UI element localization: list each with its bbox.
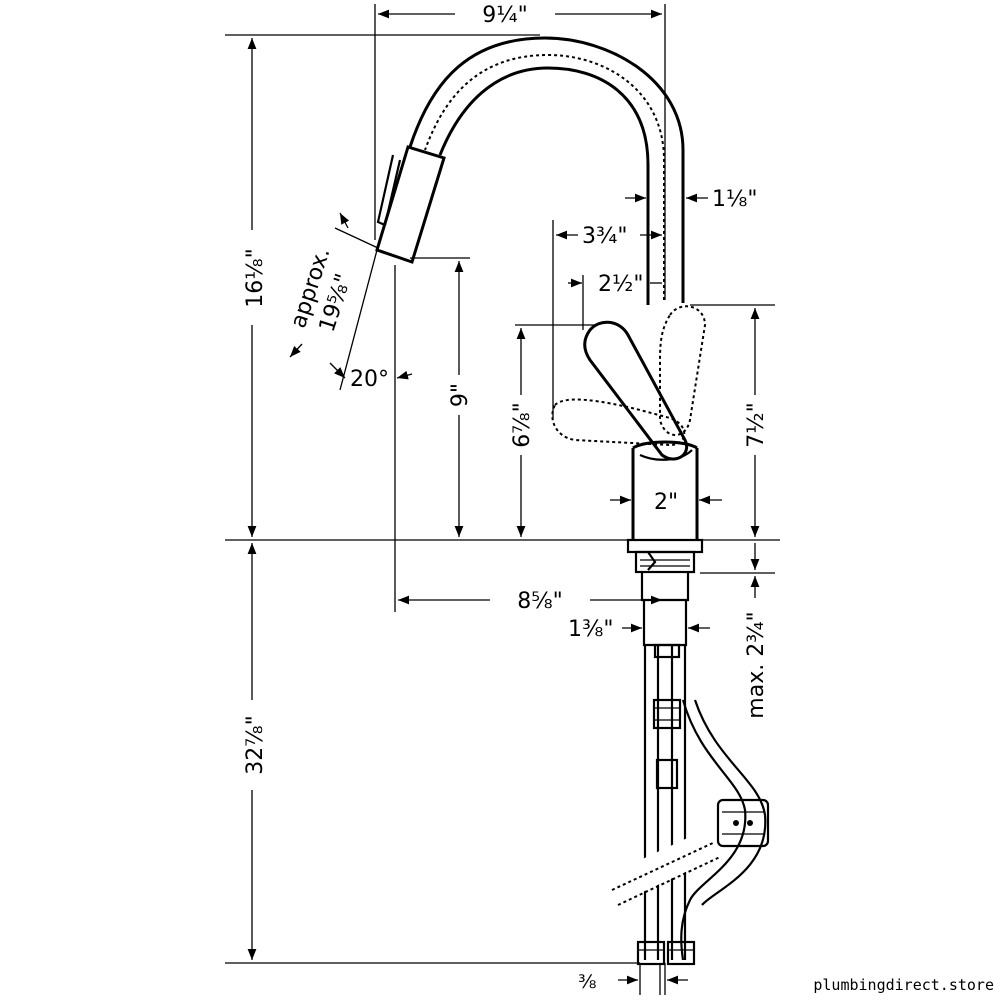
dim-spout-tube: 1⅛": [712, 187, 757, 212]
faucet-outline: [375, 36, 707, 647]
dim-handle-reach: 3¾": [582, 224, 627, 249]
dim-height-total: 16⅛": [243, 248, 268, 307]
dim-width-top: 9¼": [482, 3, 527, 28]
supply-hoses: [608, 643, 770, 966]
dim-max-deck: max. 2¾": [744, 611, 769, 718]
dim-supply-size: ⅜: [578, 971, 596, 993]
dim-spout-reach: 8⅝": [517, 589, 562, 614]
dim-handle-height-right: 7½": [744, 402, 769, 447]
dim-base-width: 2": [654, 490, 678, 515]
dim-spout-outlet-height: 9": [448, 383, 473, 407]
watermark: plumbingdirect.store: [813, 976, 994, 994]
dimension-arrows: [247, 9, 760, 985]
dim-hose-length: 32⅞": [243, 715, 268, 774]
dim-handle-height-left: 6⅞": [510, 402, 535, 447]
extension-lines: [225, 4, 780, 995]
dim-shank-width: 1⅜": [568, 617, 613, 642]
dim-spray-angle: 20°: [350, 367, 389, 392]
dim-handle-offset: 2½": [598, 272, 643, 297]
